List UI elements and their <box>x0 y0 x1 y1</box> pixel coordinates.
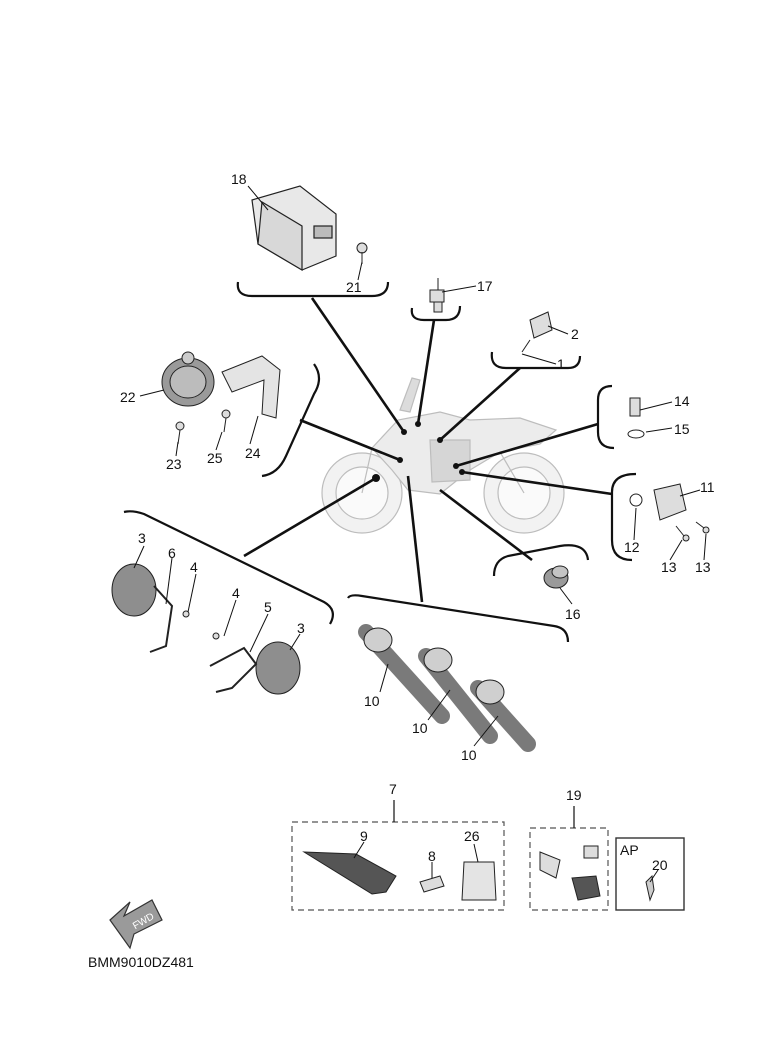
part-bolts-23-25 <box>175 409 231 445</box>
kit-box-7 <box>291 821 505 911</box>
callout-4: 4 <box>190 559 198 575</box>
callout-8: 8 <box>428 848 436 864</box>
callout-2: 2 <box>571 326 579 342</box>
callout-7: 7 <box>389 781 397 797</box>
callout-labels: 1 2 3 3 4 4 5 6 7 8 9 10 10 10 11 12 13 … <box>120 171 715 873</box>
part-manual-26 <box>461 861 497 901</box>
callout-25: 25 <box>207 450 223 466</box>
callout-26: 26 <box>464 828 480 844</box>
connector-lines <box>243 297 613 603</box>
optional-box <box>615 837 685 911</box>
callout-15: 15 <box>674 421 690 437</box>
group-bracket-lines <box>123 281 637 643</box>
callout-1: 1 <box>557 356 565 372</box>
callout-22: 22 <box>120 389 136 405</box>
callout-3: 3 <box>297 620 305 636</box>
part-sensor-16 <box>543 565 569 589</box>
callout-14: 14 <box>674 393 690 409</box>
callout-12: 12 <box>624 539 640 555</box>
part-reflector-right <box>209 632 301 695</box>
callout-leaders <box>133 185 707 883</box>
part-20 <box>645 874 655 902</box>
part-reflector-left <box>111 563 190 653</box>
callout-5: 5 <box>264 599 272 615</box>
callout-4: 4 <box>232 585 240 601</box>
connection-points <box>372 421 465 482</box>
callout-13: 13 <box>661 559 677 575</box>
callout-10: 10 <box>364 693 380 709</box>
motorcycle-illustration <box>321 377 565 534</box>
callout-11: 11 <box>700 479 715 495</box>
callout-10: 10 <box>412 720 428 736</box>
diagram-code: BMM9010DZ481 <box>88 954 194 970</box>
part-ignition-coils <box>358 624 536 752</box>
callout-3: 3 <box>138 530 146 546</box>
part-horn-bracket-24 <box>221 355 281 419</box>
callout-6: 6 <box>168 545 176 561</box>
callout-20: 20 <box>652 857 668 873</box>
callout-24: 24 <box>245 445 261 461</box>
part-sensor-11 <box>629 483 710 542</box>
callout-18: 18 <box>231 171 247 187</box>
optional-label: AP <box>620 842 639 858</box>
callout-13: 13 <box>695 559 711 575</box>
part-sensor-2 <box>521 311 553 353</box>
fwd-arrow-icon: FWD <box>109 899 163 950</box>
callout-16: 16 <box>565 606 581 622</box>
part-horn-22 <box>161 351 215 407</box>
part-cover-9 <box>302 851 397 895</box>
part-8 <box>419 875 445 893</box>
callout-19: 19 <box>566 787 582 803</box>
callout-21: 21 <box>346 279 362 295</box>
callout-17: 17 <box>477 278 493 294</box>
part-sensor-17 <box>429 278 445 313</box>
part-ecu-unit <box>251 185 337 272</box>
callout-10: 10 <box>461 747 477 763</box>
part-sensor-14 <box>627 397 645 439</box>
callout-9: 9 <box>360 828 368 844</box>
part-bolt-21 <box>356 242 368 264</box>
part-key-set-19 <box>539 845 601 901</box>
callout-23: 23 <box>166 456 182 472</box>
